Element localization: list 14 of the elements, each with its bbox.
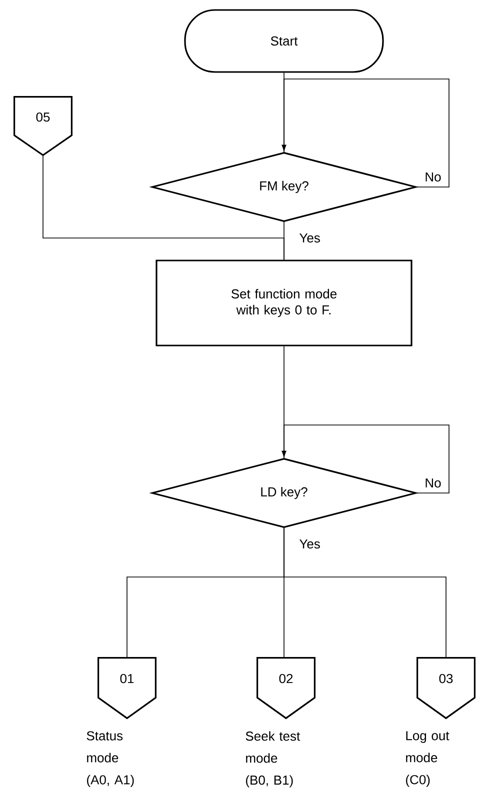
arrow [282,424,450,494]
connector-pentagon: 05 [14,96,72,156]
connector-pentagon: 01 [98,657,156,720]
edge-label: Yes [299,539,320,549]
process-box: Set function mode with keys 0 to F. [156,260,412,346]
node-label: Status mode (A0, A1) [86,731,134,787]
connector-pentagon: 03 [416,657,476,720]
edge-label: No [426,478,441,488]
edge-label: Yes [299,233,320,243]
arrow [282,78,450,188]
edge-label: No [426,172,441,182]
node-label: Seek test mode (B0, B1) [246,731,300,788]
connector-pentagon: 02 [256,657,316,720]
node-label: Log out mode (C0) [406,731,450,787]
